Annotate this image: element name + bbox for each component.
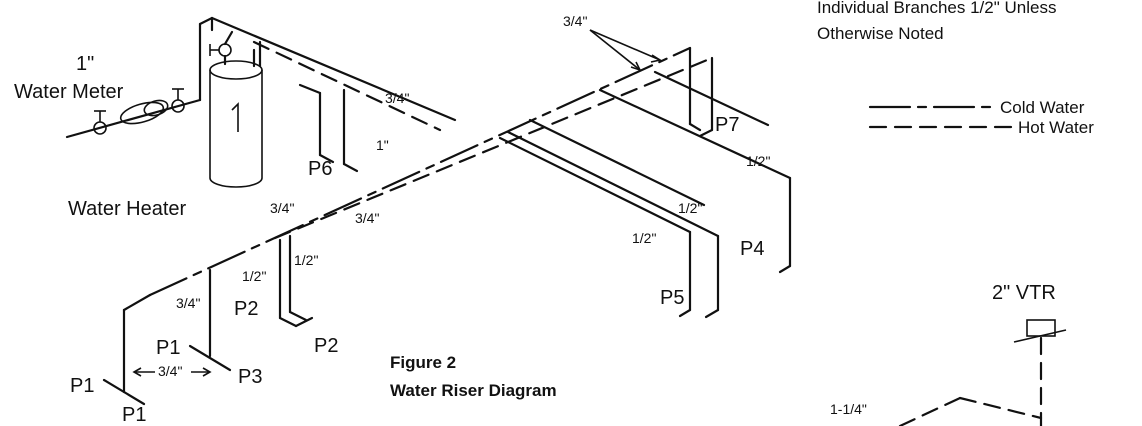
- size-vent-114: 1-1/4": [830, 401, 867, 417]
- size-heater-34: 3/4": [385, 90, 409, 106]
- size-left-34-b: 3/4": [355, 210, 379, 226]
- size-p7-half: 1/2": [746, 153, 770, 169]
- fixture-p2-right: P2: [314, 335, 338, 357]
- legend-hot-label: Hot Water: [1018, 118, 1094, 137]
- vtr-label: 2" VTR: [992, 282, 1056, 304]
- size-riser-half-b: 1/2": [294, 252, 318, 268]
- size-p5-half-b: 1/2": [632, 230, 656, 246]
- main-piping: [122, 16, 714, 312]
- size-top-34: 3/4": [563, 13, 587, 29]
- meter-service-pipe: [65, 98, 202, 139]
- size-left-34-a: 3/4": [270, 200, 294, 216]
- fixture-p4: P4: [740, 238, 764, 260]
- water-heater: Water Heater: [68, 30, 263, 220]
- fixture-p1-top: P1: [156, 337, 180, 359]
- branch-size-note: Individual Branches 1/2" Unless Otherwis…: [817, 0, 1056, 43]
- note-line-2: Otherwise Noted: [817, 24, 944, 43]
- vent-branch: [898, 396, 962, 426]
- hot-main-upper: [252, 40, 442, 132]
- heater-label: Water Heater: [68, 198, 187, 220]
- size-p5-half-a: 1/2": [678, 200, 702, 216]
- fixture-p5: P5: [660, 287, 684, 309]
- meter-body: [119, 101, 165, 125]
- callout-top-34: 3/4": [563, 13, 663, 72]
- branch-right: P7 P4 1/2" P5 1/2" 1/2": [498, 46, 792, 319]
- branch-left: 3/4" 3/4" 1/2" 1/2" P2 P2 3/4" P1 P3 P1 …: [70, 200, 379, 426]
- meter-size-label: 1": [76, 53, 94, 75]
- fixture-p1-left: P1: [70, 375, 94, 397]
- vent-stack: 2" VTR 1-1/4": [830, 282, 1067, 426]
- cold-main-long: [148, 46, 692, 297]
- meter-dial: [143, 99, 169, 117]
- heater-tank: [209, 70, 263, 188]
- size-p1-34: 3/4": [158, 363, 182, 379]
- figure-caption: Figure 2 Water Riser Diagram: [390, 353, 557, 400]
- note-line-1: Individual Branches 1/2" Unless: [817, 0, 1056, 17]
- size-riser-half-a: 1/2": [242, 268, 266, 284]
- figure-number: Figure 2: [390, 353, 456, 372]
- fixture-p2-left: P2: [234, 298, 258, 320]
- meter-label: Water Meter: [14, 81, 124, 103]
- fixture-p7: P7: [715, 114, 739, 136]
- fixture-p3: P3: [238, 366, 262, 388]
- legend-cold-label: Cold Water: [1000, 98, 1085, 117]
- size-branch-34: 3/4": [176, 295, 200, 311]
- fixture-p1-bottom: P1: [122, 404, 146, 426]
- cold-main-upper: [210, 16, 457, 122]
- fixture-p6: P6: [308, 158, 332, 180]
- branch-p6: P6 3/4" 1": [298, 83, 409, 180]
- hot-main-long: [273, 56, 714, 240]
- heater-valve: [218, 43, 232, 57]
- figure-title: Water Riser Diagram: [390, 381, 557, 400]
- size-heater-1: 1": [376, 137, 389, 153]
- water-meter: 1" Water Meter: [14, 16, 214, 139]
- legend: Cold Water Hot Water: [868, 98, 1094, 137]
